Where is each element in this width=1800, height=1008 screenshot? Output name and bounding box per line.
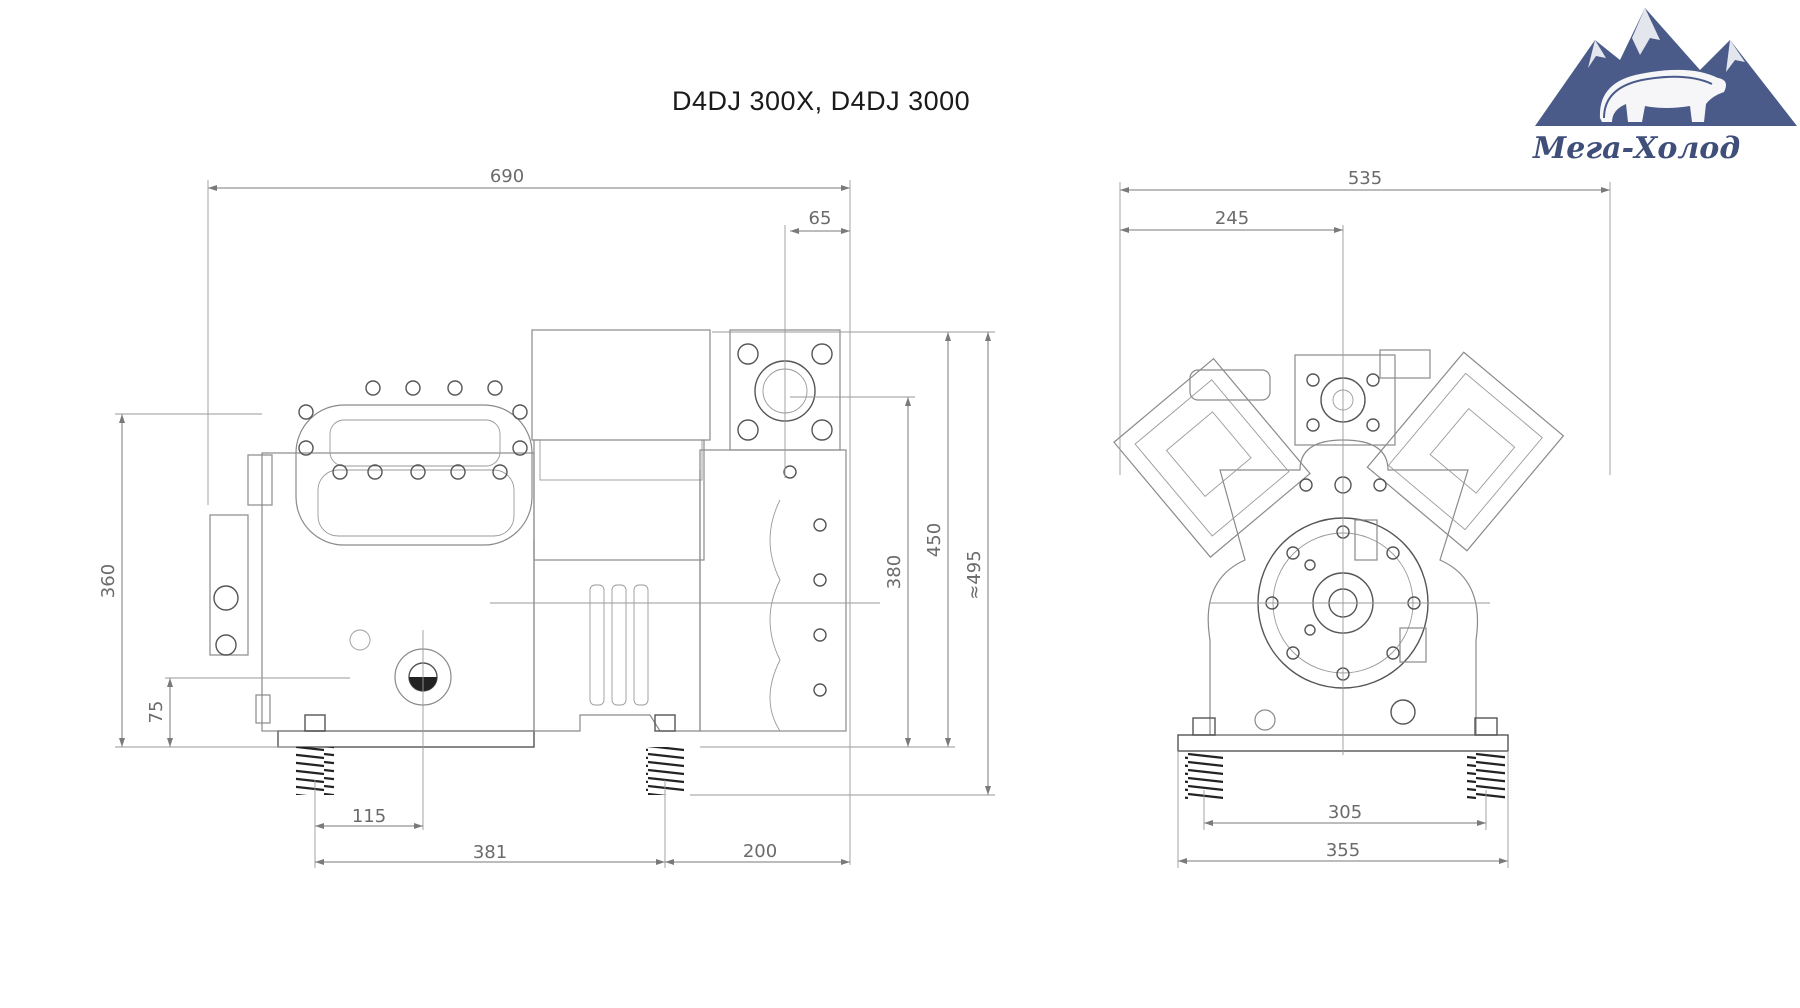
dim-535: 535 (1348, 168, 1382, 189)
dim-495: ≈495 (964, 550, 985, 599)
front-foot-right (1467, 717, 1505, 799)
dim-360: 360 (98, 564, 119, 598)
dim-200: 200 (743, 841, 777, 862)
dim-690: 690 (490, 166, 524, 187)
dim-115: 115 (352, 806, 386, 827)
dim-380: 380 (884, 555, 905, 589)
front-view (1113, 225, 1565, 799)
dim-305: 305 (1328, 802, 1362, 823)
dim-75: 75 (146, 701, 167, 724)
logo-text: Мега-Холод (1532, 131, 1740, 166)
side-view (209, 225, 880, 830)
drawing-title: D4DJ 300X, D4DJ 3000 (672, 86, 971, 116)
dim-355: 355 (1326, 840, 1360, 861)
front-view-dimensions: 535 245 305 355 (1119, 168, 1611, 868)
dim-65: 65 (809, 208, 832, 229)
dim-450: 450 (924, 523, 945, 557)
side-view-dimensions: 690 65 360 75 380 450 ≈495 115 381 200 (98, 166, 995, 868)
dim-245: 245 (1215, 208, 1249, 229)
dim-381: 381 (473, 842, 507, 863)
front-foot-left (1185, 717, 1223, 799)
mega-holod-logo: Мега-Холод (1532, 8, 1797, 166)
